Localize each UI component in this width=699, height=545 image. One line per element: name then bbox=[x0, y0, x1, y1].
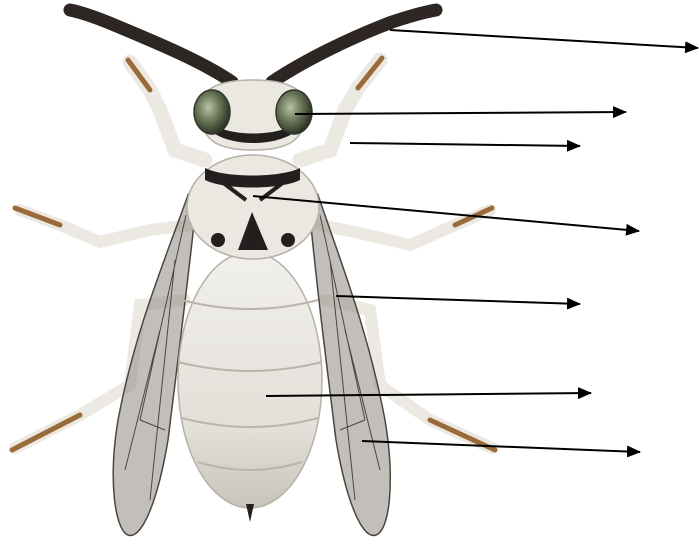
pointer-arrow-1 bbox=[390, 30, 698, 48]
pointer-arrow-7 bbox=[362, 441, 640, 452]
left-antenna bbox=[70, 10, 232, 82]
stinger bbox=[246, 504, 254, 522]
pointer-arrow-3 bbox=[350, 143, 580, 146]
right-antenna bbox=[272, 10, 436, 82]
antennae bbox=[70, 10, 436, 82]
abdomen bbox=[178, 252, 322, 522]
right-compound-eye bbox=[276, 90, 312, 134]
head bbox=[194, 80, 312, 150]
left-compound-eye bbox=[194, 90, 230, 134]
pointer-arrow-5 bbox=[336, 296, 580, 304]
thorax bbox=[187, 155, 319, 259]
